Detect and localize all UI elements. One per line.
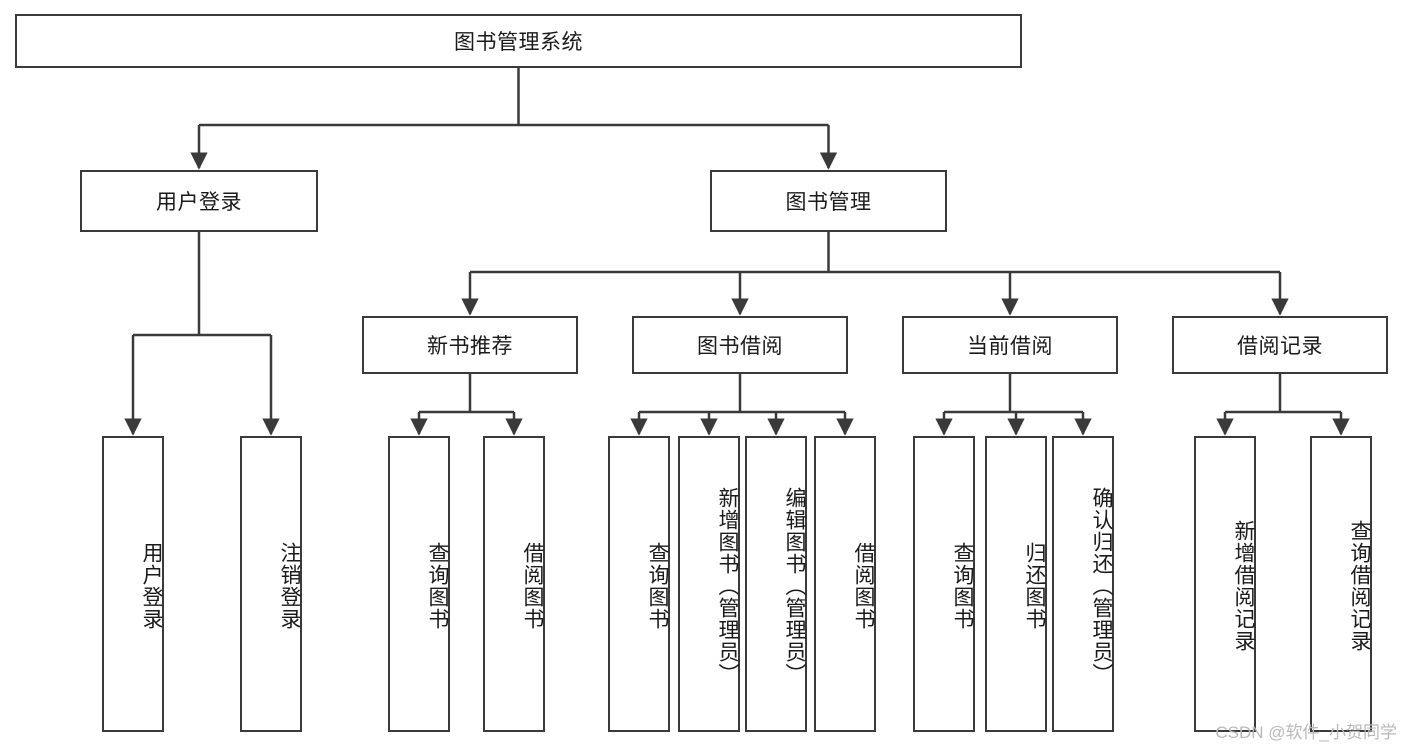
node-leaf-12[interactable]: 查询借阅记录 <box>1310 436 1372 732</box>
node-leaf-1[interactable]: 注销登录 <box>240 436 302 732</box>
watermark-label: CSDN @软件_小贺同学 <box>1215 723 1397 742</box>
node-leaf-7[interactable]: 借阅图书 <box>814 436 876 732</box>
node-leaf-11[interactable]: 新增借阅记录 <box>1194 436 1256 732</box>
node-level3-0[interactable]: 新书推荐 <box>362 316 578 374</box>
node-leaf-3[interactable]: 借阅图书 <box>483 436 545 732</box>
node-leaf-10[interactable]: 确认归还（管理员） <box>1052 436 1114 732</box>
node-leaf-6[interactable]: 编辑图书（管理员） <box>745 436 807 732</box>
node-level2-0[interactable]: 用户登录 <box>80 170 318 232</box>
node-level3-1[interactable]: 图书借阅 <box>632 316 848 374</box>
node-leaf-2[interactable]: 查询图书 <box>388 436 450 732</box>
node-leaf-0[interactable]: 用户登录 <box>102 436 164 732</box>
node-leaf-8[interactable]: 查询图书 <box>913 436 975 732</box>
node-level3-2[interactable]: 当前借阅 <box>902 316 1118 374</box>
node-leaf-4[interactable]: 查询图书 <box>608 436 670 732</box>
node-level2-1[interactable]: 图书管理 <box>710 170 947 232</box>
node-leaf-5[interactable]: 新增图书（管理员） <box>678 436 740 732</box>
node-leaf-9[interactable]: 归还图书 <box>985 436 1047 732</box>
node-level3-3[interactable]: 借阅记录 <box>1172 316 1388 374</box>
node-root-system[interactable]: 图书管理系统 <box>15 14 1022 68</box>
